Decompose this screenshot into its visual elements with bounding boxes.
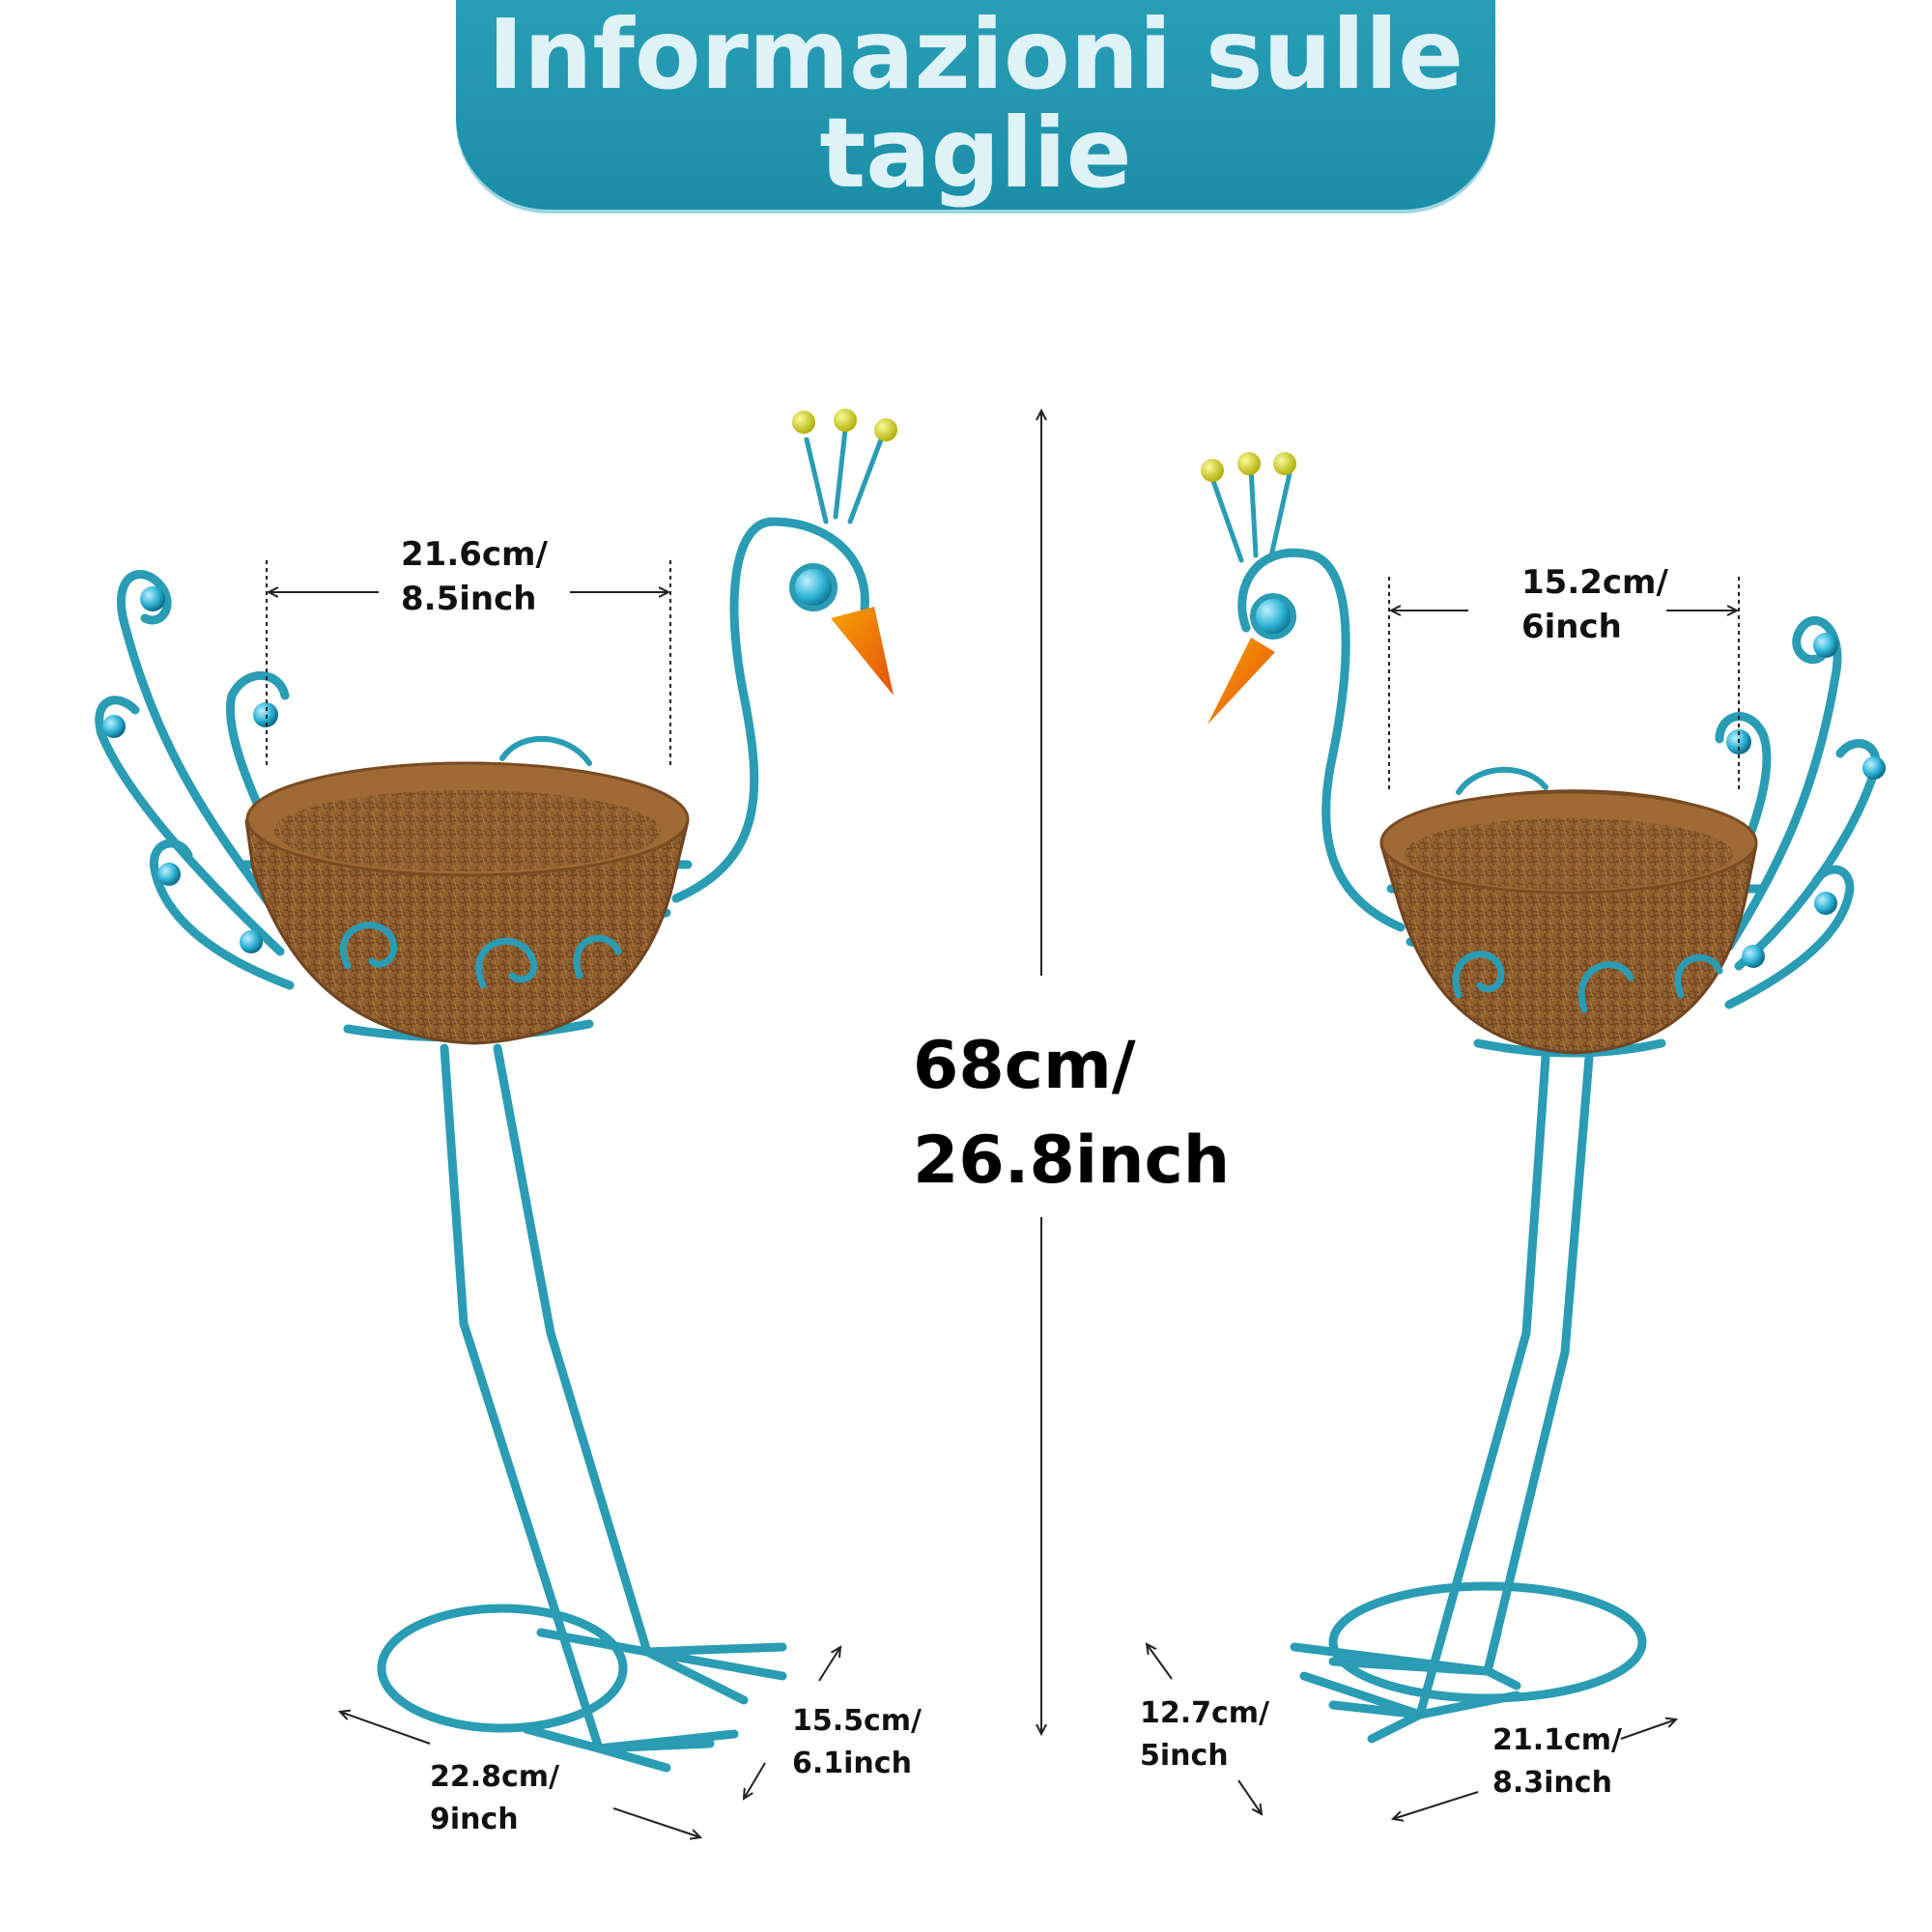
right-base-ring — [1328, 1581, 1647, 1703]
right-gem-4 — [1814, 892, 1837, 915]
right-crest-stems — [1209, 466, 1293, 563]
right-beak — [1208, 638, 1275, 724]
left-beak — [831, 607, 894, 696]
right-base-depth-cm: 12.7cm/ — [1140, 1696, 1270, 1730]
left-width-inch: 8.5inch — [401, 580, 537, 618]
left-base-depth-cm: 15.5cm/ — [792, 1704, 923, 1738]
right-width-inch: 6inch — [1521, 608, 1622, 646]
right-tail-swirl-4 — [1724, 865, 1855, 1009]
left-tail-swirl-4 — [150, 838, 295, 990]
left-toes-back — [522, 1724, 739, 1773]
left-crest-ball-2 — [834, 409, 857, 432]
left-liner-inside — [274, 790, 661, 871]
right-scroll-a — [1452, 951, 1505, 999]
height-label: 68cm/ 26.8inch — [913, 1019, 1230, 1208]
left-gem-2 — [102, 715, 126, 738]
title-line-2: taglie — [819, 97, 1132, 210]
right-base-width-label: 21.1cm/ 8.3inch — [1492, 1719, 1622, 1804]
left-neck — [671, 517, 869, 903]
right-toes-back — [1299, 1671, 1521, 1744]
left-back-scroll — [499, 736, 592, 766]
left-peacock — [95, 409, 897, 1773]
right-back-scroll — [1456, 766, 1548, 795]
right-base-depth-arrow-a — [1147, 1644, 1173, 1680]
right-base-depth-inch: 5inch — [1140, 1739, 1229, 1773]
dimension-lines — [266, 411, 1740, 1837]
right-base-width-cm: 21.1cm/ — [1492, 1723, 1623, 1757]
left-leg-back — [440, 1043, 604, 1753]
left-base-width-arrow-b — [612, 1807, 700, 1837]
left-scroll-a — [339, 922, 397, 970]
left-base-width-cm: 22.8cm/ — [430, 1760, 560, 1794]
left-base-depth-inch: 6.1inch — [792, 1747, 912, 1780]
left-crest-ball-1 — [792, 411, 815, 434]
left-gem-4 — [157, 863, 181, 886]
right-width-cm: 15.2cm/ — [1521, 563, 1668, 602]
right-toes-front — [1290, 1628, 1521, 1690]
left-base-depth-arrow-b — [744, 1762, 766, 1799]
right-scroll-c — [1674, 953, 1723, 999]
right-crest-ball-1 — [1201, 459, 1224, 482]
left-width-label: 21.6cm/ 8.5inch — [401, 532, 548, 621]
left-base-ring — [377, 1604, 628, 1733]
left-width-cm: 21.6cm/ — [401, 535, 548, 574]
right-gem-2 — [1862, 756, 1886, 780]
right-leg-front — [1483, 1053, 1594, 1676]
left-base-width-arrow-a — [340, 1712, 431, 1745]
title-banner — [456, 0, 1495, 210]
left-leg-front — [493, 1043, 652, 1657]
left-crest-ball-3 — [874, 418, 897, 441]
right-base-depth-arrow-b — [1237, 1779, 1262, 1814]
left-scroll-b — [475, 937, 537, 989]
right-tail-swirl-1 — [1724, 615, 1842, 952]
right-crest-ball-3 — [1273, 452, 1296, 475]
left-tail-swirl-1 — [117, 570, 295, 937]
left-tail-swirl-2 — [95, 696, 285, 956]
left-base-width-label: 22.8cm/ 9inch — [430, 1756, 559, 1841]
right-gem-1 — [1813, 633, 1838, 658]
right-base-width-arrow-b — [1393, 1791, 1479, 1819]
left-gem-1 — [140, 586, 165, 611]
height-label-inch: 26.8inch — [913, 1122, 1231, 1199]
left-base-depth-arrow-a — [818, 1647, 840, 1682]
left-base-depth-label: 15.5cm/ 6.1inch — [792, 1700, 922, 1785]
right-liner-inside — [1405, 818, 1733, 890]
right-base-width-arrow-a — [1620, 1719, 1676, 1740]
right-leg-back — [1415, 1053, 1550, 1719]
right-neck — [1237, 548, 1406, 932]
left-eye — [789, 563, 838, 611]
right-peacock — [1201, 452, 1886, 1744]
left-base-width-inch: 9inch — [430, 1803, 519, 1836]
page-title: Informazioni sulle taglie — [456, 6, 1495, 203]
left-crest-stems — [804, 427, 884, 525]
right-base-depth-label: 12.7cm/ 5inch — [1140, 1692, 1269, 1777]
height-label-cm: 68cm/ — [913, 1028, 1136, 1104]
title-line-1: Informazioni sulle — [487, 0, 1464, 111]
right-crest-ball-2 — [1237, 452, 1261, 475]
left-toes-front — [536, 1628, 787, 1705]
right-base-width-inch: 8.3inch — [1492, 1766, 1612, 1800]
left-gem-5 — [240, 930, 263, 953]
right-scroll-b — [1577, 961, 1634, 1013]
right-tail-swirl-2 — [1734, 739, 1881, 971]
left-scroll-c — [573, 934, 622, 980]
right-eye — [1250, 593, 1296, 639]
right-gem-5 — [1742, 945, 1765, 968]
right-width-label: 15.2cm/ 6inch — [1521, 560, 1668, 649]
